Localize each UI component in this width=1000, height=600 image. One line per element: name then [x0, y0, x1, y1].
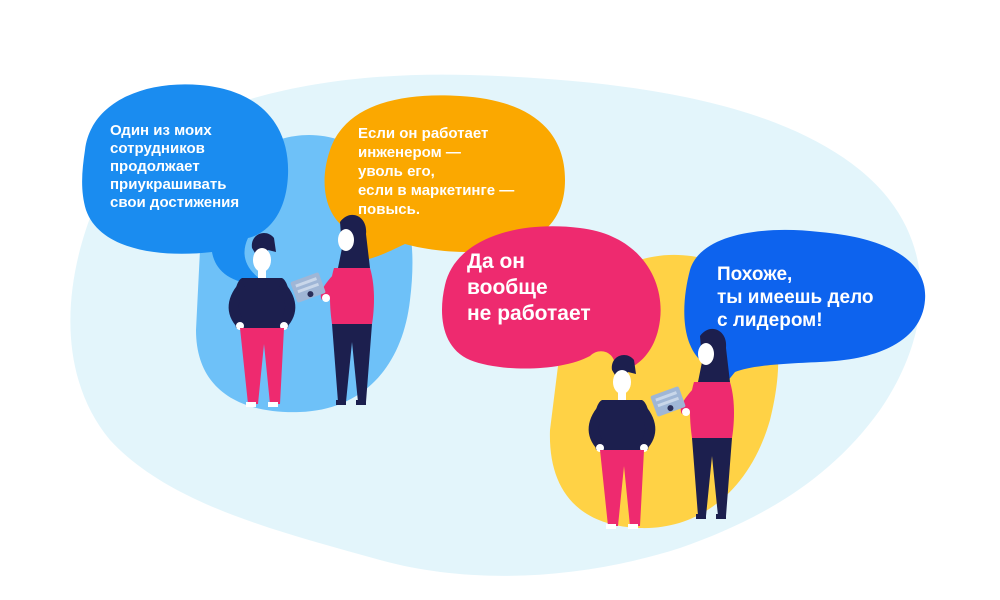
bubble-2-line: если в маркетинге — — [358, 182, 515, 199]
speech-bubble-1-text: Один из моих сотрудников продолжает приу… — [110, 122, 239, 212]
bubble-4-line: с лидером! — [717, 310, 823, 331]
speech-bubble-1 — [82, 84, 289, 286]
bubble-1-line: приукрашивать — [110, 176, 227, 193]
bubble-4-line: Похоже, — [717, 264, 793, 285]
bubble-4-line: ты имеешь дело — [717, 287, 874, 308]
bubble-2-line: повысь. — [358, 201, 420, 218]
speech-bubble-2 — [324, 95, 565, 262]
speech-bubble-4-text: Похоже, ты имеешь дело с лидером! — [717, 263, 874, 332]
speech-bubble-2-text: Если он работает инженером — уволь его, … — [358, 124, 514, 219]
bubble-2-line: Если он работает — [358, 125, 489, 142]
bubble-1-line: свои достижения — [110, 194, 240, 211]
speech-bubble-3 — [441, 226, 661, 372]
speech-bubble-3-text: Да он вообще не работает — [467, 249, 591, 327]
bubble-2-line: инженером — — [358, 144, 461, 161]
bubble-3-line: вообще — [467, 276, 548, 299]
speech-bubble-4 — [684, 229, 926, 400]
bubble-1-line: Один из моих — [110, 122, 212, 139]
bubble-1-line: продолжает — [110, 158, 200, 175]
bubble-2-line: уволь его, — [358, 163, 435, 180]
bubble-1-line: сотрудников — [110, 140, 205, 157]
bubble-3-line: не работает — [467, 302, 591, 325]
bubble-3-line: Да он — [467, 250, 525, 273]
